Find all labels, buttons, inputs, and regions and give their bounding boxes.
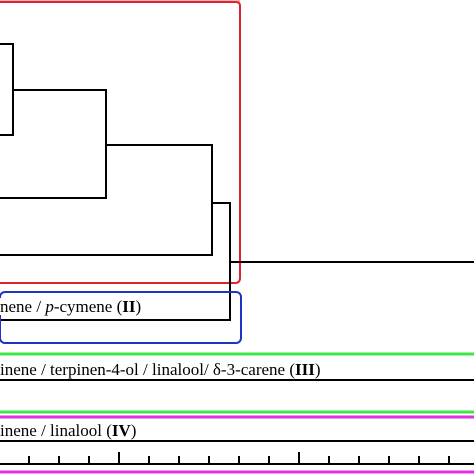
group-III-roman: III	[295, 360, 315, 379]
branch-f	[0, 262, 231, 321]
group-II-label-close: )	[135, 297, 142, 316]
group-II-roman: II	[122, 297, 136, 316]
branch-d	[0, 144, 213, 256]
group-II-box	[0, 291, 242, 344]
group-IV-label: inene / linalool (IV)	[0, 421, 139, 440]
scale-ticks	[28, 452, 450, 464]
branch-e	[212, 202, 474, 263]
branch-c	[0, 89, 107, 199]
branch-a	[0, 43, 14, 136]
group-IV-label-pre: inene / linalool (	[0, 421, 112, 440]
group-II-label: nene / p-cymene (II)	[0, 297, 144, 316]
group-IV-roman: IV	[111, 421, 131, 440]
dendrogram-branches	[0, 43, 474, 321]
group-III-label-pre: inene / terpinen-4-ol / linalool/ δ-3-ca…	[0, 360, 296, 379]
group-II-label-pre: nene /	[0, 297, 46, 316]
group-III-label: inene / terpinen-4-ol / linalool/ δ-3-ca…	[0, 361, 323, 378]
group-III-label-close: )	[314, 360, 321, 379]
group-IV-label-close: )	[130, 421, 137, 440]
group-I-box	[0, 1, 241, 284]
group-II-label-italic: p	[45, 297, 54, 316]
group-II-label-post: -cymene (	[53, 297, 123, 316]
